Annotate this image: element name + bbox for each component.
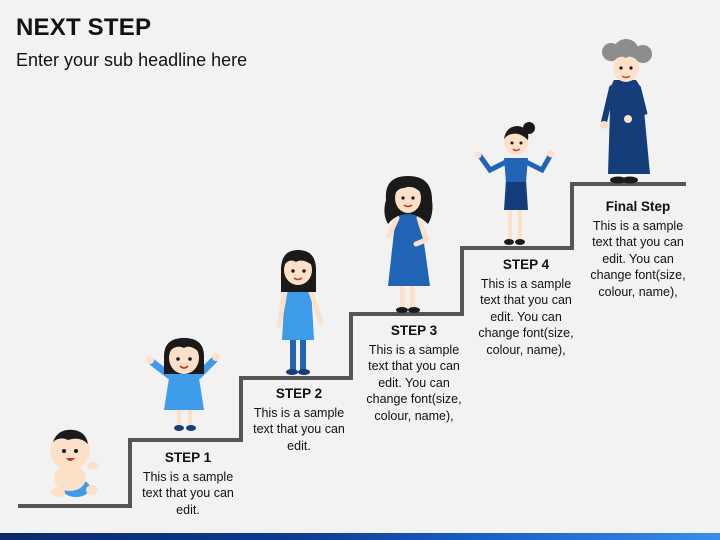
step-1-heading: STEP 1 (164, 450, 212, 465)
woman-figure (474, 122, 555, 245)
step-3-heading: STEP 3 (390, 323, 438, 338)
step-3-text: STEP 3 This is a sample text that you ca… (360, 323, 468, 424)
final-step-text: Final Step This is a sample text that yo… (584, 199, 692, 300)
elderly-woman-figure (600, 39, 652, 184)
final-step-heading: Final Step (605, 199, 671, 214)
step-4-body: This is a sample text that you can edit.… (478, 276, 574, 357)
staircase-line (18, 182, 686, 508)
step-1-body: This is a sample text that you can edit. (142, 469, 234, 517)
page-title: NEXT STEP (16, 14, 152, 41)
child-figure (146, 338, 220, 431)
step-1-text: STEP 1 This is a sample text that you ca… (138, 450, 238, 518)
baby-figure (50, 429, 99, 497)
step-3-body: This is a sample text that you can edit.… (366, 342, 462, 423)
page-subtitle: Enter your sub headline here (16, 50, 248, 70)
young-woman-figure (384, 176, 433, 313)
step-4-heading: STEP 4 (502, 257, 550, 272)
final-step-body: This is a sample text that you can edit.… (590, 218, 686, 299)
footer-accent-bar (0, 533, 720, 540)
step-2-text: STEP 2 This is a sample text that you ca… (249, 386, 349, 454)
step-4-text: STEP 4 This is a sample text that you ca… (472, 257, 580, 358)
girl-figure (276, 250, 324, 375)
step-2-heading: STEP 2 (275, 386, 323, 401)
step-2-body: This is a sample text that you can edit. (253, 405, 345, 453)
